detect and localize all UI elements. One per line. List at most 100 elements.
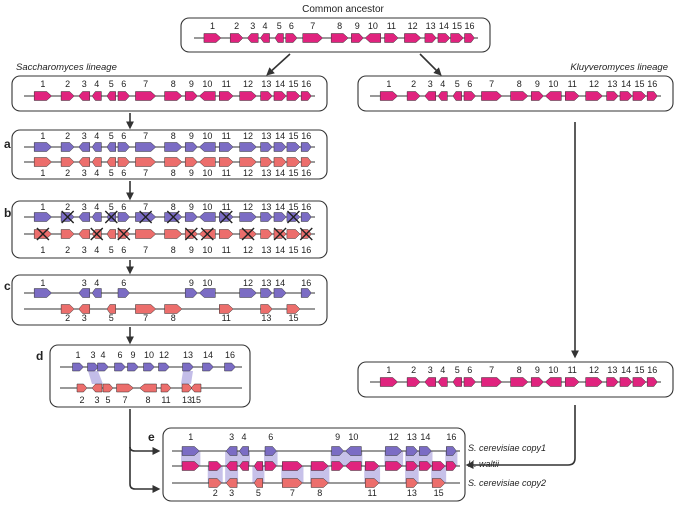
panel-d-number-top-6: 6 (117, 350, 122, 360)
panel-b-number-bottom-14: 14 (275, 245, 285, 255)
panel-e-kwaltii-gene-13 (405, 461, 418, 471)
panel-letter-c: c (4, 279, 11, 293)
saccharomyces-gene-2 (60, 91, 75, 101)
panel-e-copy1-gene-6 (264, 446, 277, 456)
panel-c-copy1-gene-13 (260, 288, 273, 298)
panel-b-copy2-gene-2 (60, 229, 75, 239)
panel-b-deletion-top-15 (286, 210, 300, 224)
panel-e-number-top-13: 13 (407, 432, 417, 442)
panel-a-copy2-gene-16 (300, 157, 312, 167)
panel-a-copy1-gene-12 (239, 142, 257, 152)
saccharomyces-gene-9 (184, 91, 198, 101)
panel-e-kwaltii-gene-16 (446, 461, 457, 471)
kluyveromyces-modern-number-12: 12 (589, 365, 599, 375)
kluyveromyces-modern-gene-5 (452, 377, 462, 387)
panel-a-copy2-gene-12 (239, 157, 257, 167)
panel-a-copy1-gene-14 (273, 142, 287, 152)
panel-b-deletion-bottom-10-b (200, 227, 214, 241)
ancestor-gene-9 (351, 33, 364, 43)
panel-b-number-bottom-3: 3 (82, 245, 87, 255)
panel-e-copy2-gene-13 (405, 478, 418, 488)
ancestor-box (180, 17, 491, 53)
saccharomyces-gene-8 (164, 91, 183, 101)
row-label-k-waltii: K. waltii (468, 459, 500, 469)
panel-d-number-bottom-15: 15 (191, 395, 201, 405)
panel-a-box (11, 129, 328, 180)
panel-a-number-top-3: 3 (82, 131, 87, 141)
panel-letter-d: d (36, 349, 43, 363)
panel-b-deletion-bottom-6 (117, 227, 131, 241)
panel-a-copy2-gene-8 (164, 157, 183, 167)
kluyveromyces-number-4: 4 (440, 79, 445, 89)
panel-a-copy1-gene-13 (260, 142, 273, 152)
panel-b-deletion-top-7-b (139, 210, 153, 224)
panel-b-number-bottom-15: 15 (288, 245, 298, 255)
panel-d-copy1-gene-16 (224, 362, 236, 372)
panel-e-copy1-gene-1 (181, 446, 200, 456)
kluyveromyces-number-7: 7 (489, 79, 494, 89)
panel-b-number-bottom-4: 4 (94, 245, 99, 255)
kluyveromyces-box (357, 75, 674, 112)
kluyveromyces-modern-gene-2 (406, 377, 421, 387)
saccharomyces-gene-3 (78, 91, 91, 101)
panel-c-copy1-gene-16 (300, 288, 312, 298)
panel-d-copy1-gene-10 (143, 362, 155, 372)
panel-b-copy1-gene-9 (184, 212, 198, 222)
ancestor-gene-15 (450, 33, 464, 43)
panel-a-number-top-9: 9 (189, 131, 194, 141)
panel-a-copy2-gene-5 (106, 157, 116, 167)
panel-b-number-bottom-11: 11 (222, 245, 231, 255)
panel-a-number-bottom-9: 9 (189, 168, 194, 178)
diagram-title: Common ancestor (302, 4, 384, 15)
saccharomyces-number-5: 5 (109, 79, 114, 89)
panel-a-copy2-gene-9 (184, 157, 198, 167)
saccharomyces-gene-1 (33, 91, 53, 101)
panel-a-copy1-gene-6 (117, 142, 130, 152)
panel-e-number-top-4: 4 (241, 432, 246, 442)
panel-e-copy1-gene-14 (419, 446, 432, 456)
saccharomyces-box (11, 75, 328, 112)
panel-b-copy1-gene-12 (239, 212, 257, 222)
kluyveromyces-modern-number-11: 11 (568, 365, 577, 375)
kluyveromyces-gene-4 (437, 91, 448, 101)
panel-b-copy2-gene-3 (78, 229, 91, 239)
panel-letter-e: e (148, 430, 155, 444)
panel-c-number-top-12: 12 (243, 278, 253, 288)
panel-b-copy2-gene-8 (164, 229, 183, 239)
panel-b-number-top-4: 4 (94, 202, 99, 212)
panel-a-copy2-gene-6 (117, 157, 130, 167)
panel-d-copy1-gene-6 (114, 362, 126, 372)
saccharomyces-gene-13 (260, 91, 273, 101)
panel-a-number-bottom-2: 2 (65, 168, 70, 178)
panel-a-copy2-gene-11 (219, 157, 234, 167)
panel-a-number-bottom-8: 8 (171, 168, 176, 178)
kluyveromyces-modern-box (357, 361, 674, 398)
panel-b-deletion-bottom-10 (200, 227, 214, 241)
panel-d-copy1-gene-3 (87, 362, 99, 372)
panel-c-number-bottom-15: 15 (288, 313, 298, 323)
ancestor-gene-7 (302, 33, 324, 43)
panel-a-copy1-gene-4 (91, 142, 102, 152)
panel-e-copy2-gene-7 (282, 478, 303, 488)
saccharomyces-lineage-label: Saccharomyces lineage (16, 62, 117, 73)
panel-e-copy1-gene-10 (345, 446, 362, 456)
panel-a-copy1-gene-2 (60, 142, 75, 152)
panel-e-number-top-9: 9 (335, 432, 340, 442)
panel-d-copy2-gene-7 (116, 383, 134, 393)
row-label-sc-copy1: S. cerevisiae copy1 (468, 443, 546, 453)
kluyveromyces-modern-number-15: 15 (634, 365, 644, 375)
panel-a-copy2-gene-10 (198, 157, 216, 167)
panel-b-deletion-top-2 (61, 210, 75, 224)
panel-e-kwaltii-gene-4 (239, 461, 249, 471)
ancestor-gene-13 (424, 33, 437, 43)
panel-a-copy2-gene-15 (286, 157, 301, 167)
panel-a-number-bottom-1: 1 (40, 168, 45, 178)
panel-b-number-top-13: 13 (261, 202, 271, 212)
saccharomyces-gene-6 (117, 91, 130, 101)
panel-a-number-top-6: 6 (121, 131, 126, 141)
panel-e-number-top-12: 12 (389, 432, 399, 442)
panel-d-number-top-12: 12 (159, 350, 169, 360)
kluyveromyces-modern-number-2: 2 (411, 365, 416, 375)
panel-b-deletion-bottom-4-b (90, 227, 104, 241)
panel-b-deletion-bottom-9 (184, 227, 198, 241)
